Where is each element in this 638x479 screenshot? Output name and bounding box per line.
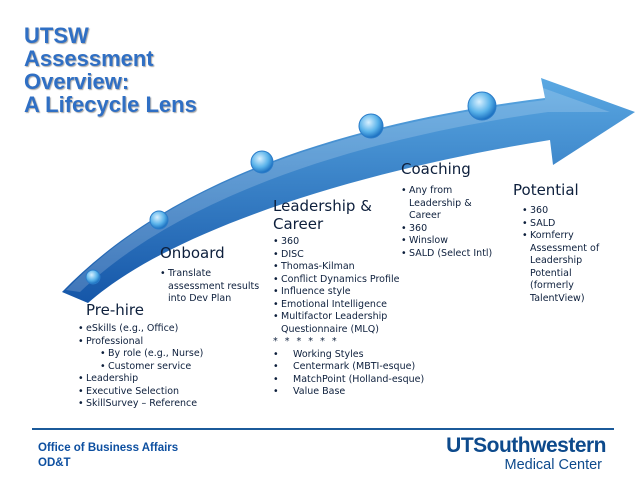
arrow-body xyxy=(62,78,635,303)
bullet-item: SALD (Select Intl) xyxy=(401,248,505,261)
bullet-item: Thomas-Kilman xyxy=(273,261,431,274)
utsw-logo-subtitle: Medical Center xyxy=(504,457,602,473)
stage-potential: Potential 360 SALD Kornferry Assessment … xyxy=(513,181,613,305)
slide-title: UTSW Assessment Overview: A Lifecycle Le… xyxy=(24,24,197,116)
utsw-logo: UTSouthwestern xyxy=(446,434,606,457)
title-line: A Lifecycle Lens xyxy=(24,92,197,117)
stage-label: Pre-hire xyxy=(86,301,145,319)
bullet-item: SALD xyxy=(522,218,608,231)
stage-bullets: 360 SALD Kornferry Assessment of Leaders… xyxy=(522,205,608,305)
bullet-item: eSkills (e.g., Office) xyxy=(78,323,203,336)
bullet-item: Winslow xyxy=(401,235,505,248)
stage-bullets: 360 DISC Thomas-Kilman Conflict Dynamics… xyxy=(273,236,431,399)
stage-label: Coaching xyxy=(401,160,471,178)
bullet-item: Any from Leadership & Career xyxy=(401,185,485,223)
office-line: OD&T xyxy=(38,457,71,469)
stage-label: Potential xyxy=(513,181,579,199)
stage-coaching: Coaching Any from Leadership & Career 36… xyxy=(401,160,511,260)
bullet-item: Influence style xyxy=(273,286,431,299)
bullet-item: Leadership xyxy=(78,373,203,386)
bullet-item: Kornferry Assessment of Leadership Poten… xyxy=(522,230,608,305)
stage-dot-leadership xyxy=(250,150,274,174)
stage-label-line: Leadership & xyxy=(273,197,372,215)
bullet-item: Working Styles xyxy=(273,349,431,362)
bullet-item: SkillSurvey – Reference xyxy=(78,398,203,411)
bullet-item: DISC xyxy=(273,249,431,262)
bullet-item: Translate assessment results into Dev Pl… xyxy=(160,268,264,306)
title-line: Assessment xyxy=(24,46,154,71)
footer-divider xyxy=(32,428,614,430)
bullet-item: Professional xyxy=(78,336,203,349)
office-line: Office of Business Affairs xyxy=(38,442,179,454)
stage-label-line: Career xyxy=(273,215,324,233)
stage-dot-potential xyxy=(467,91,497,121)
title-line: Overview: xyxy=(24,69,130,94)
stage-dot-onboard xyxy=(149,210,169,230)
stage-label: Onboard xyxy=(160,244,225,262)
stage-bullets: Any from Leadership & Career 360 Winslow… xyxy=(401,185,505,260)
stage-bullets: Translate assessment results into Dev Pl… xyxy=(160,268,264,306)
stage-onboard: Onboard Translate assessment results int… xyxy=(160,244,270,306)
bullet-separator: * * * * * * xyxy=(273,336,339,347)
bullet-item: Value Base xyxy=(273,386,431,399)
stage-dot-prehire xyxy=(85,269,101,285)
bullet-item: Emotional Intelligence xyxy=(273,299,431,312)
stage-bullets: eSkills (e.g., Office) Professional By r… xyxy=(78,323,203,411)
bullet-item: Centermark (MBTI-esque) xyxy=(273,361,431,374)
bullet-item: 360 xyxy=(401,223,505,236)
office-name: Office of Business Affairs OD&T xyxy=(38,441,178,471)
title-line: UTSW xyxy=(24,23,89,48)
bullet-item: Conflict Dynamics Profile xyxy=(273,274,431,287)
stage-prehire: Pre-hire eSkills (e.g., Office) Professi… xyxy=(78,301,203,411)
bullet-item: 360 xyxy=(522,205,608,218)
bullet-item: Executive Selection xyxy=(78,386,203,399)
bullet-item: Customer service xyxy=(78,361,203,374)
stage-leadership-career: Leadership & Career 360 DISC Thomas-Kilm… xyxy=(273,197,433,399)
bullet-item: Multifactor Leadership Questionnaire (ML… xyxy=(273,311,431,336)
bullet-item: MatchPoint (Holland-esque) xyxy=(273,374,431,387)
footer: Office of Business Affairs OD&T UTSouthw… xyxy=(0,428,638,479)
stage-dot-coaching xyxy=(358,113,384,139)
bullet-item: By role (e.g., Nurse) xyxy=(78,348,203,361)
arrow-highlight xyxy=(66,88,610,292)
bullet-item: 360 xyxy=(273,236,431,249)
